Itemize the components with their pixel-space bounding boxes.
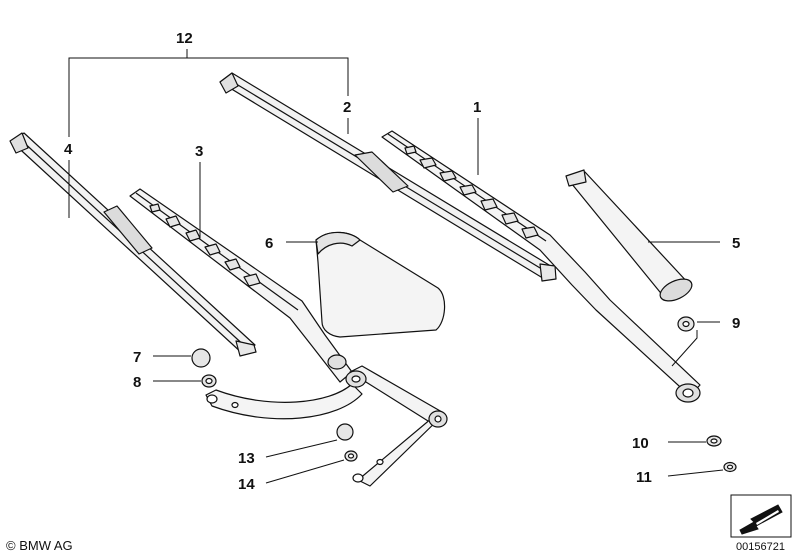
washer-11 bbox=[723, 461, 737, 473]
cap-13 bbox=[336, 423, 354, 441]
wiper-linkage bbox=[205, 365, 448, 487]
wiper-blade-right bbox=[219, 72, 557, 282]
direction-arrow-icon bbox=[739, 504, 783, 535]
wiper-arm-right bbox=[381, 130, 701, 403]
washer-10 bbox=[706, 435, 722, 447]
callout-6: 6 bbox=[265, 235, 273, 252]
arm-cover bbox=[565, 169, 693, 302]
copyright-text: © BMW AG bbox=[6, 538, 73, 553]
cap-7 bbox=[191, 348, 211, 368]
callout-10: 10 bbox=[632, 435, 649, 452]
leader-lines bbox=[68, 49, 724, 484]
callout-2: 2 bbox=[343, 99, 351, 116]
callout-3: 3 bbox=[195, 143, 203, 160]
nut-14 bbox=[344, 450, 358, 462]
callout-7: 7 bbox=[133, 349, 141, 366]
callout-4: 4 bbox=[64, 141, 73, 158]
callout-12: 12 bbox=[176, 30, 193, 47]
callout-9: 9 bbox=[732, 315, 740, 332]
callout-11: 11 bbox=[636, 469, 652, 486]
scoop-deflector bbox=[315, 231, 446, 338]
callout-14: 14 bbox=[238, 476, 255, 493]
view-direction-box bbox=[730, 494, 792, 538]
nut-8 bbox=[201, 374, 217, 388]
wiper-blade-left bbox=[9, 132, 257, 357]
callout-1: 1 bbox=[473, 99, 481, 116]
callout-5: 5 bbox=[732, 235, 740, 252]
callout-13: 13 bbox=[238, 450, 255, 467]
callout-8: 8 bbox=[133, 374, 141, 391]
document-number: 00156721 bbox=[736, 541, 785, 553]
nut-9 bbox=[677, 316, 695, 332]
